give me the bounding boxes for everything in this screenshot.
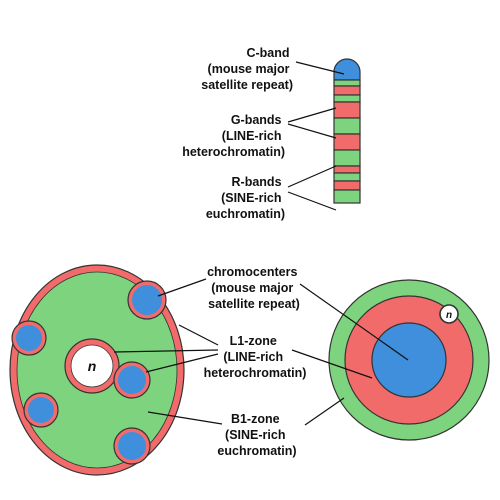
chromosome-band-g-4 [333,101,361,119]
l1-zone-leader-nucleolus [113,349,219,353]
g-bands-label: G-bands (LINE-rich heterochromatin) [182,113,285,159]
chromocenter-near-nucleolus [113,361,151,399]
small-nucleolus-symbol: n [446,310,452,321]
l1-zone-leader-chromocenter [145,353,219,373]
left-nucleus: n [9,264,185,476]
chromocenter-left [11,320,47,356]
chromosome-band-r-1 [333,79,361,87]
chromosome-band-r-5 [333,117,361,135]
l1-zone-label: L1-zone (LINE-rich heterochromatin) [204,334,307,380]
chromosome-band-r-11 [333,189,361,204]
chromocenter-core [371,322,447,398]
chromocenters-leader-right [299,283,409,361]
chromosome-band-g-6 [333,133,361,151]
r-bands-leader-1 [287,165,337,188]
chromocenter-bottom-left [23,392,59,428]
nucleolus-symbol: n [88,358,97,374]
chromocenters-leader-left [157,278,207,297]
chromosome-band-r-3 [333,94,361,103]
chromosome [333,58,361,204]
g-bands-leader-1 [287,107,337,123]
r-bands-leader-2 [287,191,337,211]
l1-zone-leader-periphery [178,324,219,346]
small-nucleolus [439,304,459,324]
chromosome-band-r-9 [333,172,361,182]
b1-zone-leader-left [147,411,223,425]
chromosome-band-r-7 [333,149,361,167]
right-nucleus: n [328,279,490,441]
b1-zone-leader-right [304,397,345,426]
c-band-cap [333,58,361,81]
chromosome-band-g-2 [333,85,361,96]
g-bands-leader-2 [287,123,337,139]
chromocenter-bottom-right [113,427,151,465]
chromosome-band-g-8 [333,165,361,174]
chromocenter-top-right [127,280,167,320]
r-bands-label: R-bands (SINE-rich euchromatin) [206,175,285,221]
c-band-label: C-band (mouse major satellite repeat) [201,46,293,92]
c-band-leader [295,61,345,75]
chromosome-band-g-10 [333,180,361,191]
nucleolus [70,344,114,388]
l1-zone-leader-right [291,349,373,379]
b1-zone-label: B1-zone (SINE-rich euchromatin) [217,412,296,458]
chromocenters-label: chromocenters (mouse major satellite rep… [207,265,301,311]
